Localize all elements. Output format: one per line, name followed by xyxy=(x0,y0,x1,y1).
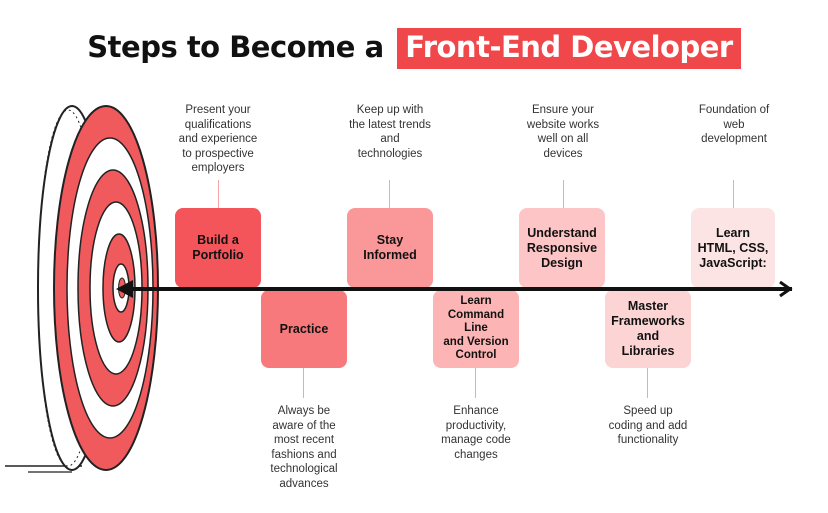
step-7-description: Foundation of web development xyxy=(698,104,770,145)
step-4-box: Learn Command Line and Version Control xyxy=(433,290,519,368)
step-6-box: Master Frameworks and Libraries xyxy=(605,290,691,368)
step-4-connector xyxy=(475,368,476,398)
step-7-box: Learn HTML, CSS, JavaScript: xyxy=(691,208,775,288)
title-highlight: Front-End Developer xyxy=(397,28,741,69)
step-5-box: Understand Responsive Design xyxy=(519,208,605,288)
step-2-box: Practice xyxy=(261,290,347,368)
step-5-description: Ensure your website works well on all de… xyxy=(526,104,600,160)
step-3-box: Stay Informed xyxy=(347,208,433,288)
title-prefix: Steps to Become a xyxy=(87,30,384,64)
step-6-description: Speed up coding and add functionality xyxy=(608,405,688,446)
step-2-connector xyxy=(303,368,304,398)
step-1-description: Present your qualifications and experien… xyxy=(178,104,258,174)
step-2-description: Always be aware of the most recent fashi… xyxy=(270,405,338,490)
step-5-connector xyxy=(563,180,564,208)
step-7-connector xyxy=(733,180,734,208)
bullseye-target-icon xyxy=(5,105,159,473)
step-3-connector xyxy=(389,180,390,208)
step-3-description: Keep up with the latest trends and techn… xyxy=(349,104,431,160)
page-title: Steps to Become a Front-End Developer xyxy=(0,28,828,69)
step-1-connector xyxy=(218,180,219,208)
step-1-box: Build a Portfolio xyxy=(175,208,261,288)
step-6-connector xyxy=(647,368,648,398)
step-4-description: Enhance productivity, manage code change… xyxy=(441,405,511,461)
